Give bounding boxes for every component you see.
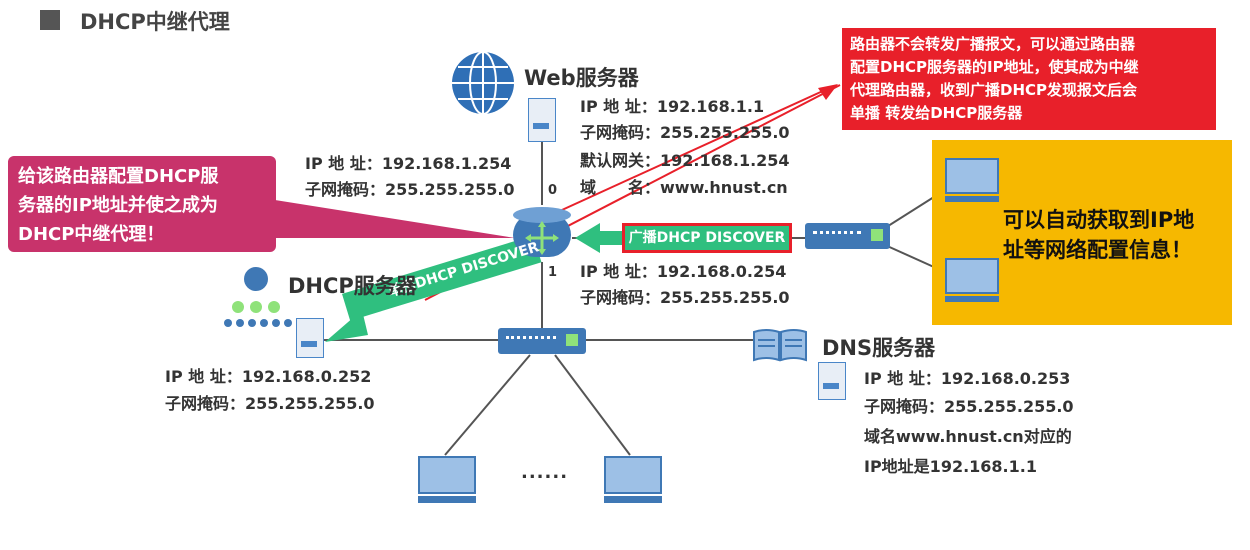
right-switch-icon (805, 223, 890, 249)
bottom-laptop-left-icon (418, 456, 476, 504)
relay-callout-line1: 给该路由器配置DHCP服 (18, 166, 219, 187)
web-server-mask: 子网掩码：255.255.255.0 (580, 123, 790, 142)
router-if0-label: 0 (548, 183, 558, 198)
right-laptop-bottom-icon (945, 258, 999, 302)
router-icon (511, 205, 573, 263)
relay-explanation-box: 路由器不会转发广播报文，可以通过路由器 配置DHCP服务器的IP地址，使其成为中… (842, 28, 1216, 130)
broadcast-discover-text: 广播DHCP DISCOVER (628, 230, 786, 246)
web-globe-icon (450, 50, 516, 116)
router-if0-ip: IP 地 址：192.168.1.254 (305, 154, 512, 173)
relay-explanation-line4: 单播 转发给DHCP服务器 (850, 104, 1023, 122)
dns-server-mask: 子网掩码：255.255.255.0 (864, 397, 1074, 416)
router-if0-mask: 子网掩码：255.255.255.0 (305, 180, 515, 199)
router-if1-ip: IP 地 址：192.168.0.254 (580, 262, 787, 281)
dns-server-icon (818, 362, 846, 400)
dhcp-server-icon (296, 318, 324, 358)
dns-book-icon (752, 328, 808, 362)
dhcp-server-ip: IP 地 址：192.168.0.252 (165, 367, 372, 386)
web-server-icon (528, 98, 556, 142)
auto-config-line2: 址等网络配置信息！ (1003, 238, 1192, 262)
dhcp-server-name: DHCP服务器 (288, 274, 417, 298)
title-square (40, 10, 60, 30)
relay-callout-line3: DHCP中继代理！ (18, 224, 165, 245)
bottom-laptop-right-icon (604, 456, 662, 504)
page-title: DHCP中继代理 (80, 10, 230, 34)
web-server-ip: IP 地 址：192.168.1.1 (580, 97, 765, 116)
router-if1-mask: 子网掩码：255.255.255.0 (580, 288, 790, 307)
relay-callout-line2: 务器的IP地址并使之成为 (18, 195, 218, 216)
dhcp-server-graphic-icon (220, 265, 300, 335)
center-switch-icon (498, 328, 586, 354)
dns-server-name: DNS服务器 (822, 336, 936, 360)
dns-server-ip: IP 地 址：192.168.0.253 (864, 369, 1071, 388)
auto-config-text: 可以自动获取到IP地 址等网络配置信息！ (1003, 205, 1194, 265)
dns-note-line2: IP地址是192.168.1.1 (864, 457, 1037, 476)
web-server-gateway: 默认网关：192.168.1.254 (580, 151, 790, 170)
dns-note-line1: 域名www.hnust.cn对应的 (864, 427, 1072, 446)
relay-callout: 给该路由器配置DHCP服 务器的IP地址并使之成为 DHCP中继代理！ (8, 156, 276, 252)
broadcast-discover-label: 广播DHCP DISCOVER (622, 223, 792, 253)
right-laptop-top-icon (945, 158, 999, 202)
relay-explanation-line3: 代理路由器，收到广播DHCP发现报文后会 (850, 81, 1138, 99)
web-server-domain: 域 名：www.hnust.cn (580, 178, 788, 197)
laptop-ellipsis: ...... (521, 462, 569, 483)
dhcp-server-mask: 子网掩码：255.255.255.0 (165, 394, 375, 413)
router-if1-label: 1 (548, 265, 558, 280)
relay-explanation-line1: 路由器不会转发广播报文，可以通过路由器 (850, 35, 1136, 53)
relay-explanation-line2: 配置DHCP服务器的IP地址，使其成为中继 (850, 58, 1139, 76)
web-server-name: Web服务器 (524, 66, 639, 90)
auto-config-line1: 可以自动获取到IP地 (1003, 208, 1195, 232)
